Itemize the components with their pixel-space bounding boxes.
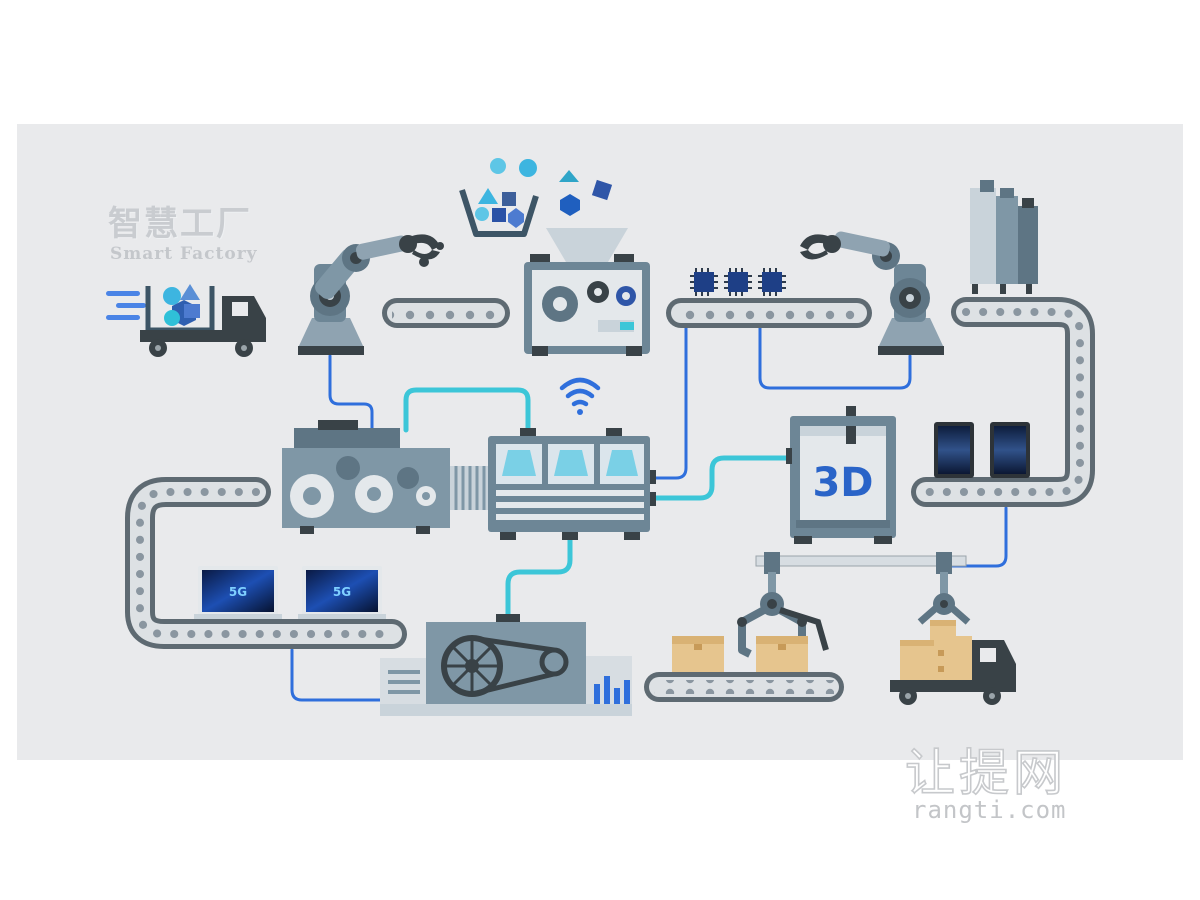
parts-basket [459, 158, 613, 237]
conveyor-belt-right-curve [911, 297, 1095, 507]
conveyor-belt-chips [666, 268, 872, 328]
chip-3 [758, 268, 786, 296]
printer-label: 3D [812, 460, 873, 506]
conveyor-belt-left-curve [125, 477, 407, 649]
3d-printer: 3D [786, 406, 896, 544]
cables [290, 324, 1008, 702]
delivery-truck-left [106, 284, 266, 357]
cardboard-box-2 [756, 636, 808, 672]
laptop-5g-1: 5G [194, 566, 282, 619]
gear-machine-top [524, 228, 650, 356]
watermark-url: rangti.com [912, 796, 1067, 824]
title-chinese: 智慧工厂 [108, 204, 252, 244]
gripper-claw-right [917, 572, 971, 625]
gear-machine-left [282, 420, 450, 534]
chip-2 [724, 268, 752, 296]
overhead-rail [755, 552, 967, 574]
robot-arm-right [800, 231, 944, 355]
laptop-5g-2: 5G [298, 566, 386, 619]
robot-arm-left [298, 234, 444, 355]
chip-1 [690, 268, 718, 296]
pulley-machine-bottom [380, 614, 632, 716]
tablet-2 [990, 422, 1030, 478]
wifi-icon [559, 377, 601, 415]
bellows-connector [450, 466, 488, 510]
laptop-1-label: 5G [229, 585, 247, 599]
tablet-1 [934, 422, 974, 478]
conveyor-belt-boxes [644, 636, 844, 702]
watermark-logo: 让提网 [904, 743, 1067, 803]
title-english: Smart Factory [110, 244, 258, 264]
delivery-truck-right [890, 620, 1016, 705]
central-hub-machine [488, 428, 656, 540]
laptop-2-label: 5G [333, 585, 351, 599]
storage-silos [970, 180, 1038, 294]
cardboard-box-1 [672, 636, 724, 672]
conveyor-belt-top-left [382, 298, 510, 328]
